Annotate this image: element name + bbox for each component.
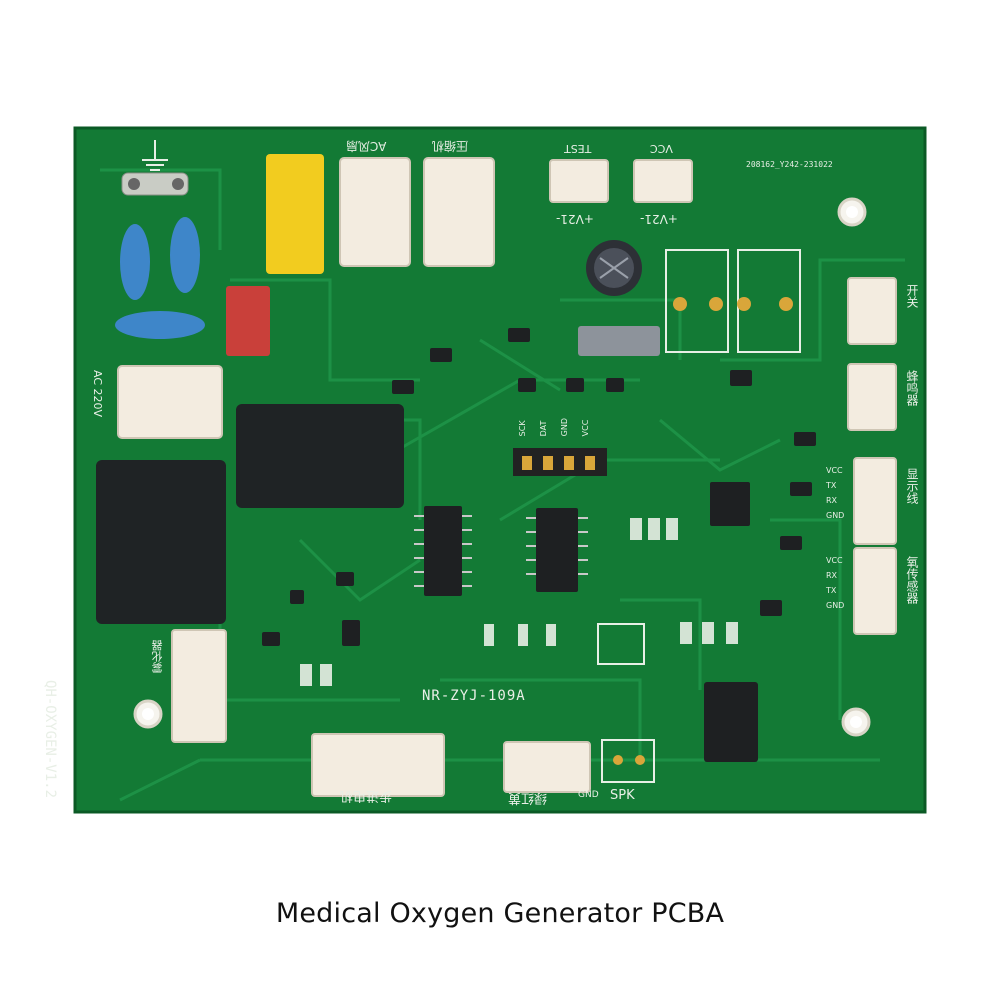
- silk-cn14-pin-2: TX: [826, 481, 837, 490]
- silk-cn13-pin-2: RX: [826, 571, 838, 580]
- silk-pin-dat: DAT: [539, 420, 548, 437]
- fuse: [266, 154, 324, 274]
- silk-cn16-side: 开关: [905, 284, 919, 308]
- silk-cn14-pins: VCC TX RX GND: [826, 466, 844, 520]
- silk-cn15-side: 蜂鸣器: [905, 370, 919, 406]
- silk-pin-vcc: VCC: [581, 419, 590, 437]
- varistor: [226, 286, 270, 356]
- regulator-u3: [578, 326, 660, 356]
- connectors: [117, 157, 897, 797]
- silk-date-code: 208162_Y242-231022: [746, 160, 833, 169]
- silk-cn14-pin-1: VCC: [826, 466, 843, 475]
- power-module: [96, 460, 226, 624]
- silk-cn13-side: 氧传感器: [905, 556, 919, 604]
- spk-pads: [601, 739, 655, 783]
- silk-cn13-pin-4: GND: [826, 601, 845, 610]
- silk-cn13-pin-1: VCC: [826, 556, 843, 565]
- silk-cn17-voltage: +V21-: [640, 212, 678, 226]
- silk-vcc-label: VCC: [650, 142, 673, 155]
- pcb-photo: [73, 126, 927, 814]
- silk-cn13-pins: VCC RX TX GND: [826, 556, 844, 610]
- ics: [424, 482, 758, 762]
- capacitor-c1: [586, 240, 642, 296]
- silk-cn9-label: 绿红黄: [508, 790, 548, 805]
- image-caption: Medical Oxygen Generator PCBA: [275, 898, 725, 929]
- silk-model: NR-ZYJ-109A: [422, 688, 526, 704]
- silk-cn13-pin-3: TX: [826, 586, 837, 595]
- silk-cn5-label: 步进电机: [340, 788, 393, 803]
- silk-cn14-side: 显示线: [905, 468, 919, 504]
- silk-cn18-voltage: +V21-: [556, 212, 594, 226]
- silk-cn2-label: AC风扇: [346, 139, 387, 153]
- mounting-holes: [133, 197, 871, 737]
- silk-cn14-pin-3: RX: [826, 496, 838, 505]
- relay-jk: [236, 404, 404, 508]
- silk-cn1-label: 压缩机: [432, 139, 469, 153]
- u5-footprint: [597, 623, 645, 665]
- smd-components: [262, 328, 816, 646]
- silk-test-label: TEST: [564, 142, 592, 155]
- silk-cn14-pin-4: GND: [826, 511, 845, 520]
- header-pins: [513, 448, 607, 476]
- silk-pin-gnd: GND: [560, 418, 569, 437]
- silk-ac-220v: AC 220V: [91, 370, 104, 418]
- y-capacitors: [115, 217, 205, 339]
- ground-terminal: [121, 140, 189, 196]
- silk-cn4-side: 雾化器: [151, 640, 164, 673]
- silk-pin-sck: SCK: [518, 420, 527, 437]
- silk-header-pins: SCK DAT GND VCC: [518, 418, 596, 436]
- silk-version: QH-OXYGEN-V1.2: [42, 680, 58, 799]
- silk-spk: SPK: [610, 788, 635, 803]
- silk-gnd: GND: [578, 790, 599, 800]
